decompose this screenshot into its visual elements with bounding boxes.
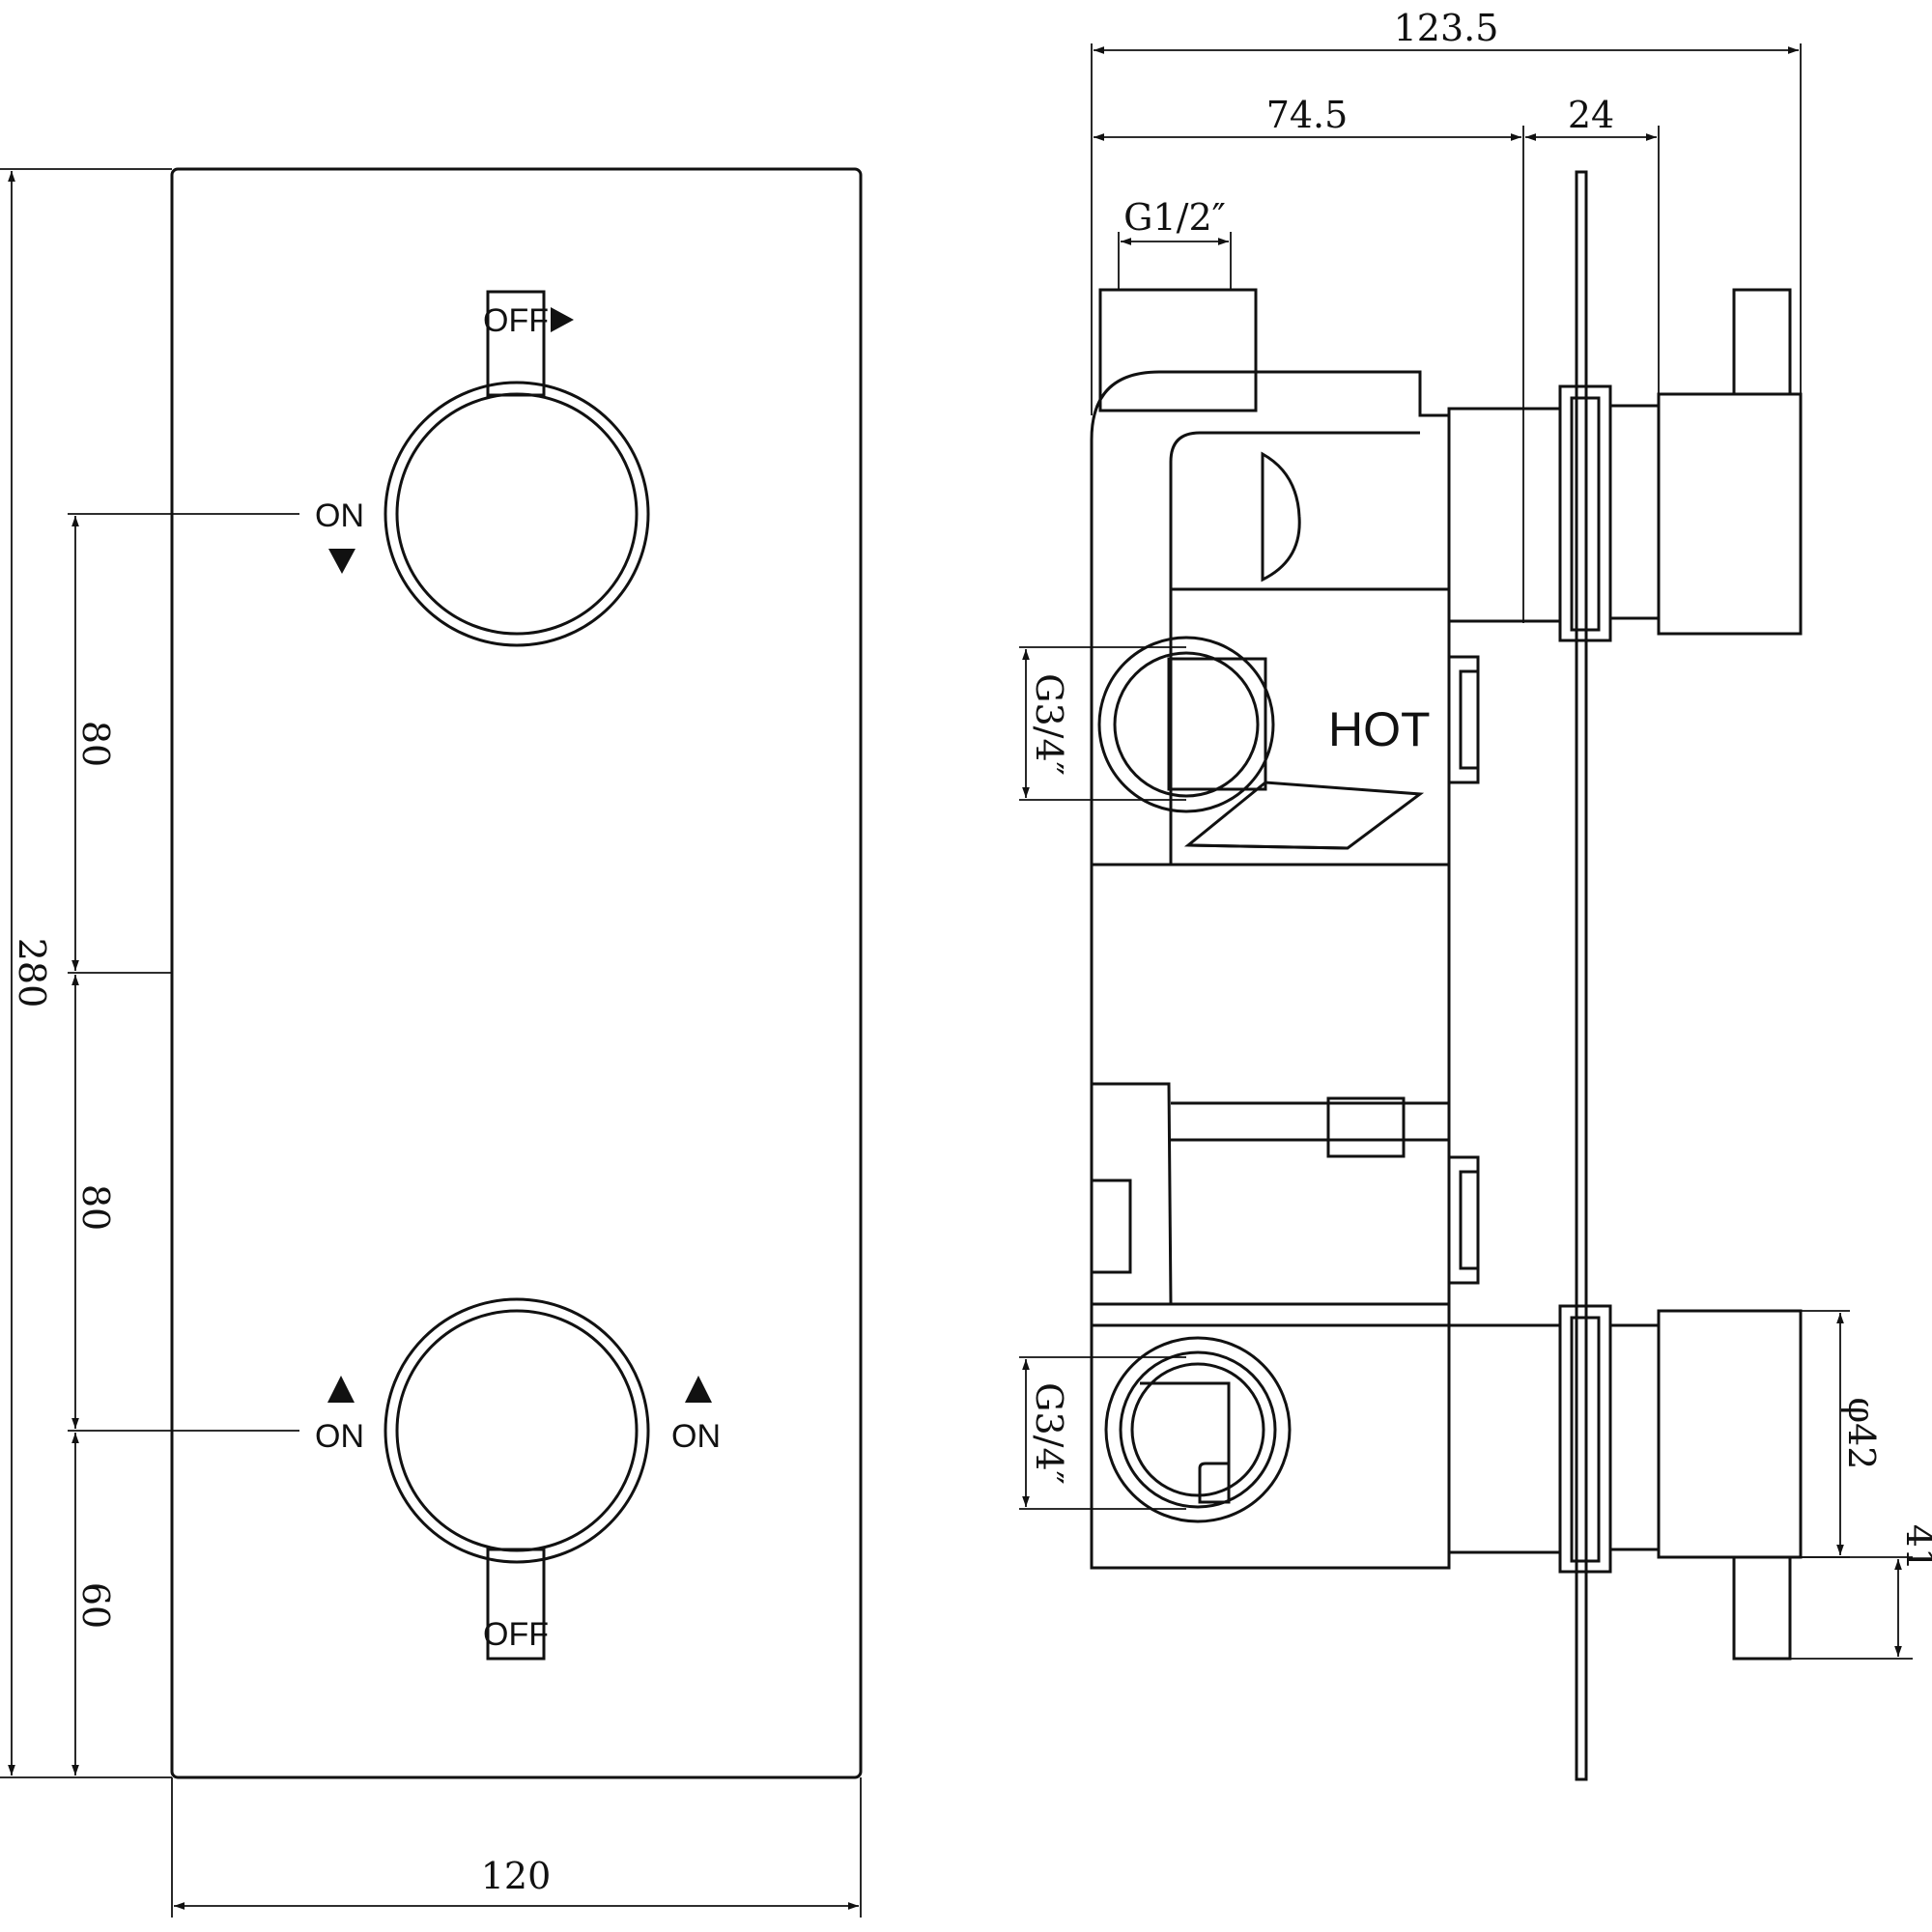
lower-spindle-housing [1447, 1323, 1562, 1554]
top-handle-off-label: OFF [483, 302, 549, 339]
handle-projection-label: 24 [1568, 94, 1614, 136]
top-handle-on-label: ON [315, 497, 364, 534]
hot-check-valve-nut [1447, 655, 1480, 784]
top-handle-knob-inner [395, 392, 639, 636]
bottom-handle-on-left-label: ON [315, 1418, 364, 1455]
cold-inlet-thread-label: G3/4″ [1028, 1382, 1070, 1485]
hot-inlet-wedge [1183, 781, 1425, 850]
lower-flange-inner [1570, 1316, 1601, 1563]
spacing-middle-label: 80 [74, 1184, 117, 1231]
middle-connector-notch [1090, 1179, 1132, 1274]
upper-spindle-housing [1447, 407, 1562, 623]
height-dimension-label: 280 [11, 938, 53, 1009]
handle-diameter-label: φ42 [1840, 1398, 1883, 1470]
hot-inlet-thread-label: G3/4″ [1028, 673, 1070, 776]
front-view: OFF ON OFF ON ON 280 [0, 167, 863, 1918]
middle-connector-block [1092, 1082, 1173, 1306]
handle-lever-length-label: 41 [1898, 1524, 1932, 1571]
cover-plate-edge [1575, 170, 1588, 1781]
top-outlet-stub [1098, 288, 1258, 412]
lower-handle-stem [1608, 1323, 1661, 1551]
body-crescent [1261, 451, 1301, 582]
top-on-arrow-icon [328, 549, 355, 574]
hot-check-valve-cap [1459, 669, 1480, 770]
upper-body-cutout [1169, 431, 1420, 589]
top-handle: OFF ON [315, 290, 650, 647]
bottom-handle-lever [486, 1548, 546, 1661]
hot-label: HOT [1328, 702, 1431, 756]
upper-handle-stem [1608, 404, 1661, 620]
bottom-handle-off-label: OFF [483, 1616, 549, 1653]
width-dimension-label: 120 [481, 1855, 552, 1897]
cold-inlet-bore [1140, 1381, 1231, 1504]
hot-inlet-bore [1167, 657, 1267, 791]
body-depth-label: 74.5 [1266, 94, 1349, 136]
valve-body [1090, 370, 1451, 1570]
middle-spindle-nut [1326, 1096, 1406, 1158]
upper-handle-body [1657, 392, 1803, 636]
lower-handle-lever [1732, 1555, 1792, 1661]
bottom-handle: OFF ON ON [315, 1297, 721, 1661]
front-dimensions: 280 80 80 60 120 [0, 168, 862, 1918]
bottom-handle-on-right-label: ON [671, 1418, 721, 1455]
cold-check-valve-nut [1447, 1155, 1480, 1285]
top-off-arrow-icon [551, 307, 574, 332]
cold-inlet-outer-ring [1104, 1336, 1292, 1523]
hot-inlet-inner-ring [1113, 651, 1260, 798]
hot-inlet-outer-ring [1097, 636, 1275, 813]
upper-handle-lever [1732, 288, 1792, 396]
cold-check-valve-cap [1459, 1170, 1480, 1270]
top-handle-knob [384, 381, 650, 647]
bottom-handle-knob [384, 1297, 650, 1564]
bottom-handle-knob-inner [395, 1309, 639, 1552]
side-view: HOT [1019, 7, 1932, 1781]
spacing-upper-label: 80 [74, 721, 117, 767]
cover-plate [170, 167, 863, 1779]
cold-inlet-inner-ring [1130, 1362, 1265, 1497]
lower-handle-body [1657, 1309, 1803, 1559]
top-handle-lever [486, 290, 546, 397]
overall-depth-label: 123.5 [1394, 7, 1499, 49]
spacing-lower-label: 60 [74, 1582, 117, 1629]
bottom-on-left-arrow-icon [327, 1376, 355, 1403]
side-dimensions: 123.5 74.5 24 G1/2″ G3/4″ G3/4″ [1019, 7, 1932, 1660]
outlet-thread-label: G1/2″ [1123, 196, 1226, 239]
cold-inlet-middle-ring [1119, 1350, 1277, 1509]
bottom-on-right-arrow-icon [685, 1376, 712, 1403]
